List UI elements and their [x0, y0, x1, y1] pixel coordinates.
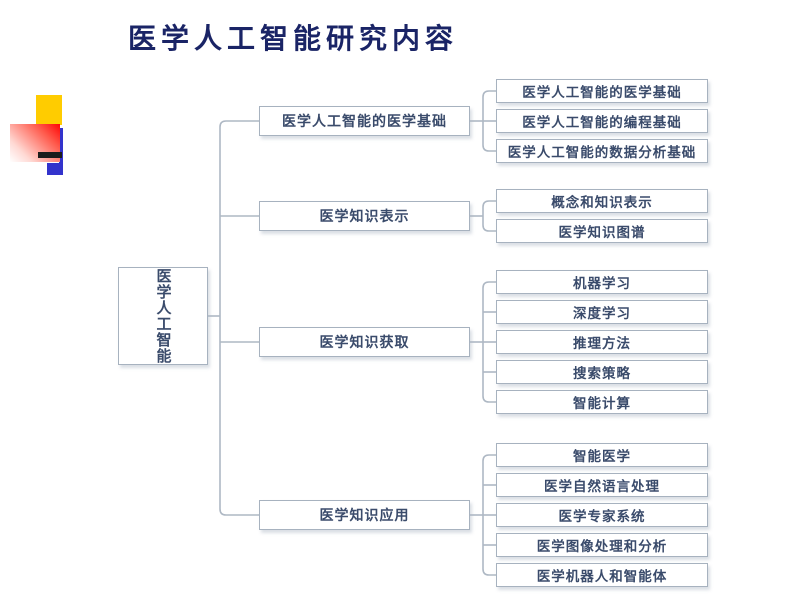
leaf-node: 医学专家系统 — [496, 503, 708, 527]
leaf-node: 智能计算 — [496, 390, 708, 414]
branch-label: 医学人工智能的医学基础 — [282, 113, 447, 129]
leaf-node: 深度学习 — [496, 300, 708, 324]
branch-label: 医学知识应用 — [319, 507, 410, 523]
decor-black-bar — [38, 152, 62, 158]
leaf-node: 推理方法 — [496, 330, 708, 354]
leaf-node: 机器学习 — [496, 270, 708, 294]
decor-yellow-square — [36, 95, 62, 125]
root-node-label: 医学人工智能 — [154, 268, 172, 364]
root-node: 医学人工智能 — [118, 267, 208, 365]
leaf-label: 智能计算 — [573, 396, 631, 411]
leaf-label: 医学知识图谱 — [558, 225, 646, 240]
branch-node-knowledge-application: 医学知识应用 — [259, 500, 470, 530]
leaf-node: 医学机器人和智能体 — [496, 563, 708, 587]
branch-node-knowledge-acquisition: 医学知识获取 — [259, 327, 470, 357]
slide-title: 医学人工智能研究内容 — [128, 23, 459, 54]
leaf-node: 医学知识图谱 — [496, 219, 708, 243]
decor-blue-square — [47, 163, 63, 175]
leaf-node: 概念和知识表示 — [496, 189, 708, 213]
leaf-label: 医学机器人和智能体 — [536, 569, 668, 584]
leaf-label: 医学人工智能的编程基础 — [522, 115, 682, 130]
leaf-label: 医学自然语言处理 — [544, 479, 660, 494]
leaf-label: 机器学习 — [573, 276, 631, 291]
leaf-label: 智能医学 — [573, 449, 631, 464]
leaf-label: 搜索策略 — [573, 366, 631, 381]
leaf-node: 医学人工智能的医学基础 — [496, 79, 708, 103]
leaf-node: 医学人工智能的数据分析基础 — [496, 139, 708, 163]
leaf-node: 智能医学 — [496, 443, 708, 467]
decor-blue-bar — [59, 128, 63, 164]
leaf-label: 医学专家系统 — [558, 509, 646, 524]
leaf-label: 医学人工智能的数据分析基础 — [507, 145, 697, 160]
branch-node-knowledge-representation: 医学知识表示 — [259, 201, 470, 231]
leaf-node: 医学人工智能的编程基础 — [496, 109, 708, 133]
leaf-node: 医学自然语言处理 — [496, 473, 708, 497]
branch-label: 医学知识获取 — [319, 334, 410, 350]
leaf-label: 深度学习 — [573, 306, 631, 321]
leaf-label: 概念和知识表示 — [551, 195, 653, 210]
leaf-node: 搜索策略 — [496, 360, 708, 384]
leaf-label: 医学图像处理和分析 — [536, 539, 668, 554]
branch-label: 医学知识表示 — [319, 208, 410, 224]
branch-node-medical-foundation: 医学人工智能的医学基础 — [259, 106, 470, 136]
leaf-node: 医学图像处理和分析 — [496, 533, 708, 557]
leaf-label: 医学人工智能的医学基础 — [522, 85, 682, 100]
leaf-label: 推理方法 — [573, 336, 631, 351]
